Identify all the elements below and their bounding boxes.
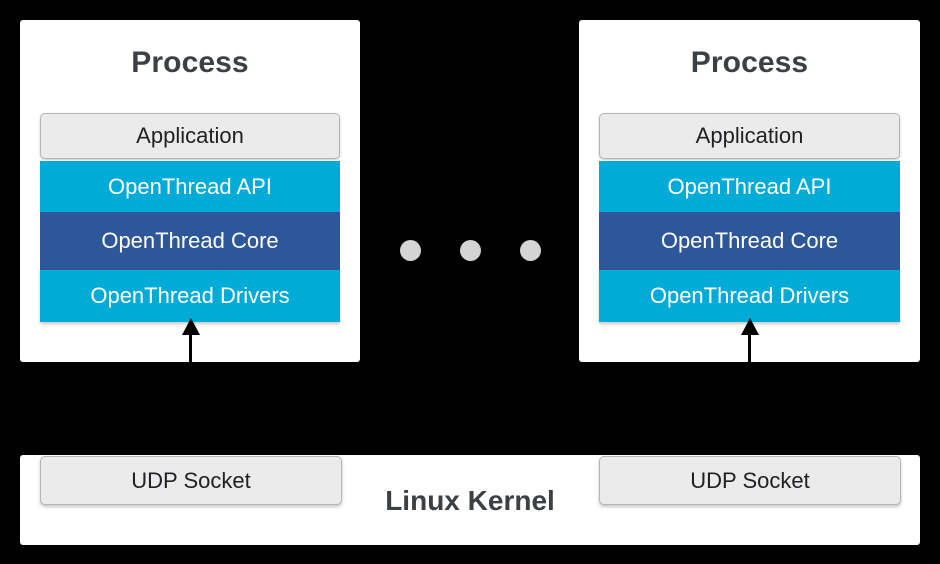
udp-socket-right[interactable]: UDP Socket [599, 456, 901, 505]
process-title-left: Process [131, 46, 249, 79]
layer-application-right[interactable]: Application [599, 113, 900, 159]
ellipsis-dot-icon [520, 240, 541, 261]
process-card-left: Process Application OpenThread API OpenT… [20, 20, 360, 362]
arrow-shaft [748, 330, 751, 364]
udp-socket-left[interactable]: UDP Socket [40, 456, 342, 505]
arrow-head [741, 318, 759, 335]
layer-openthread-drivers-right[interactable]: OpenThread Drivers [599, 270, 900, 322]
ellipsis-dot-icon [400, 240, 421, 261]
layer-stack-left: Application OpenThread API OpenThread Co… [40, 113, 340, 322]
arrow-up-icon-left [182, 318, 200, 364]
arrow-up-icon-right [741, 318, 759, 364]
layer-openthread-core-right[interactable]: OpenThread Core [599, 212, 900, 270]
layer-openthread-drivers-left[interactable]: OpenThread Drivers [40, 270, 340, 322]
layer-application-left[interactable]: Application [40, 113, 340, 159]
arrow-shaft [189, 330, 192, 364]
layer-openthread-api-left[interactable]: OpenThread API [40, 161, 340, 212]
layer-openthread-core-left[interactable]: OpenThread Core [40, 212, 340, 270]
kernel-title: Linux Kernel [385, 485, 555, 516]
layer-openthread-api-right[interactable]: OpenThread API [599, 161, 900, 212]
ellipsis-dot-icon [460, 240, 481, 261]
process-title-right: Process [690, 46, 809, 79]
layer-stack-right: Application OpenThread API OpenThread Co… [599, 113, 900, 322]
process-card-right: Process Application OpenThread API OpenT… [579, 20, 920, 362]
arrow-head [182, 318, 200, 335]
